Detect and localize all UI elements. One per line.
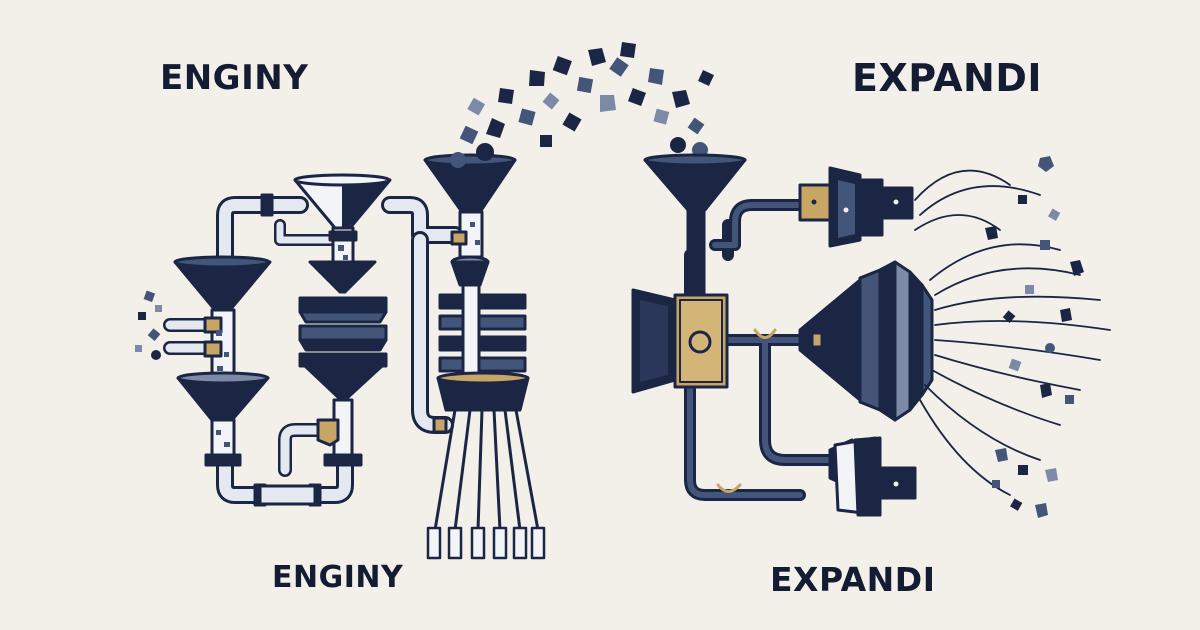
speaker-horn-icon <box>828 436 917 517</box>
filter-stack-icon <box>438 283 527 377</box>
expandi-machine <box>631 153 1111 518</box>
expandi-title-bottom: EXPANDI <box>770 560 936 599</box>
speaker-horn-icon <box>798 260 934 422</box>
funnel-icon <box>423 153 517 214</box>
pipe-icon <box>163 196 464 504</box>
particle-stream <box>450 42 714 168</box>
enginy-machine <box>135 153 546 560</box>
fiber-bundle-icon <box>426 408 546 560</box>
particle-icon <box>985 156 1084 518</box>
funnel-icon <box>173 255 272 312</box>
speaker-horn-icon <box>631 288 677 394</box>
particle-icon <box>135 290 162 360</box>
enginy-title-bottom: ENGINY <box>272 560 404 595</box>
funnel-icon <box>176 371 270 422</box>
speaker-horn-icon <box>798 166 914 248</box>
funnel-icon <box>643 153 747 212</box>
funnel-icon <box>450 255 490 287</box>
funnel-icon <box>293 173 392 230</box>
filter-stack-icon <box>298 260 388 402</box>
enginy-title-top: ENGINY <box>160 58 309 98</box>
valve-icon <box>432 416 448 434</box>
valve-icon <box>316 418 340 447</box>
expandi-title-top: EXPANDI <box>852 56 1043 100</box>
fiber-bundle-icon <box>914 169 1111 496</box>
